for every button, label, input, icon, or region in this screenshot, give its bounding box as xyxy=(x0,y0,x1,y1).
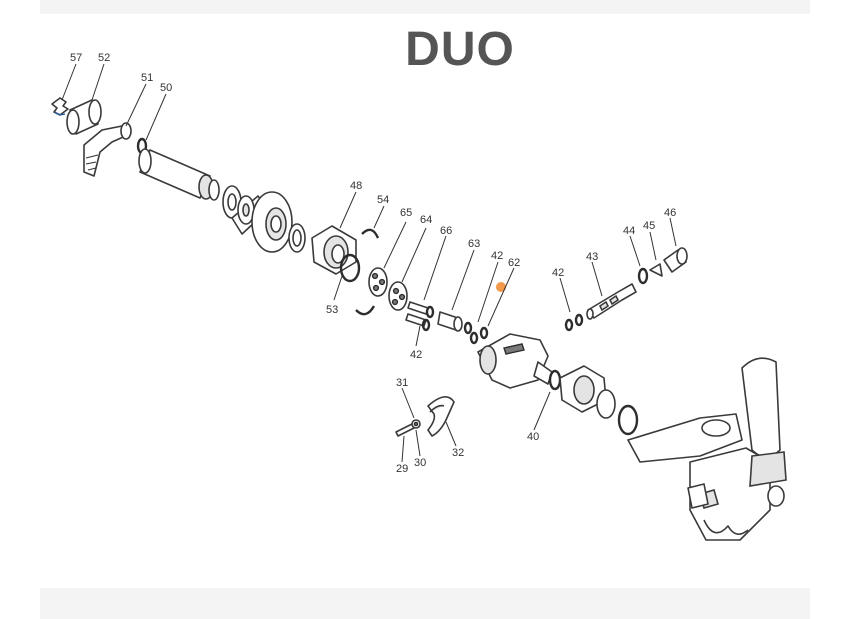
callout-45: 45 xyxy=(643,220,655,232)
callout-29: 29 xyxy=(396,463,408,475)
part-42-right-orings xyxy=(564,313,584,332)
callout-57: 57 xyxy=(70,52,82,64)
part-52-sleeve xyxy=(66,99,102,135)
callout-42-bottom: 42 xyxy=(410,349,422,361)
part-rings-mid xyxy=(288,223,306,253)
callout-46: 46 xyxy=(664,207,676,219)
part-valve-body xyxy=(477,333,553,389)
part-32-lever xyxy=(427,396,455,437)
part-48-nut xyxy=(311,225,357,275)
part-46-cap xyxy=(663,247,688,273)
part-44-oring xyxy=(637,267,649,285)
part-43-probe xyxy=(586,283,637,320)
part-63-cylinders xyxy=(437,311,473,335)
part-45-cone xyxy=(649,263,663,277)
callout-32: 32 xyxy=(452,447,464,459)
callout-40: 40 xyxy=(527,431,539,443)
callout-labels: 57 52 51 50 48 54 65 64 66 63 42 62 42 4… xyxy=(70,52,676,475)
callout-50: 50 xyxy=(160,82,172,94)
diagram-title: DUO xyxy=(405,23,515,76)
part-disc xyxy=(251,191,293,253)
callout-62: 62 xyxy=(508,257,520,269)
bottom-band xyxy=(40,588,810,619)
callout-42-right: 42 xyxy=(552,267,564,279)
callout-54: 54 xyxy=(377,194,389,206)
callout-31: 31 xyxy=(396,377,408,389)
part-tube xyxy=(138,148,220,201)
part-washers xyxy=(222,185,269,235)
callout-43: 43 xyxy=(586,251,598,263)
callout-30: 30 xyxy=(414,457,426,469)
callout-66: 66 xyxy=(440,225,452,237)
part-51-hose-tail xyxy=(83,122,132,177)
callout-52: 52 xyxy=(98,52,110,64)
part-tap-handle xyxy=(741,357,787,487)
part-40-flange xyxy=(548,365,639,436)
part-57-clip xyxy=(51,97,69,116)
callout-63: 63 xyxy=(468,238,480,250)
callout-48: 48 xyxy=(350,180,362,192)
callout-51: 51 xyxy=(141,72,153,84)
part-29-31-screw xyxy=(395,419,421,437)
part-62-orings xyxy=(469,326,489,345)
callout-53: 53 xyxy=(326,304,338,316)
part-53-oring xyxy=(339,253,361,283)
callout-64: 64 xyxy=(420,214,432,226)
callout-42-top: 42 xyxy=(491,250,503,262)
part-54-clips xyxy=(355,228,380,316)
top-band xyxy=(40,0,810,14)
callout-44: 44 xyxy=(623,225,635,237)
part-tap-body xyxy=(627,413,785,541)
callout-65: 65 xyxy=(400,207,412,219)
part-65-valve-disc xyxy=(368,267,388,297)
leader-lines xyxy=(61,63,677,463)
part-64-valve-disc xyxy=(388,281,408,311)
highlight-marker xyxy=(496,282,506,292)
part-66-pins xyxy=(405,301,435,332)
